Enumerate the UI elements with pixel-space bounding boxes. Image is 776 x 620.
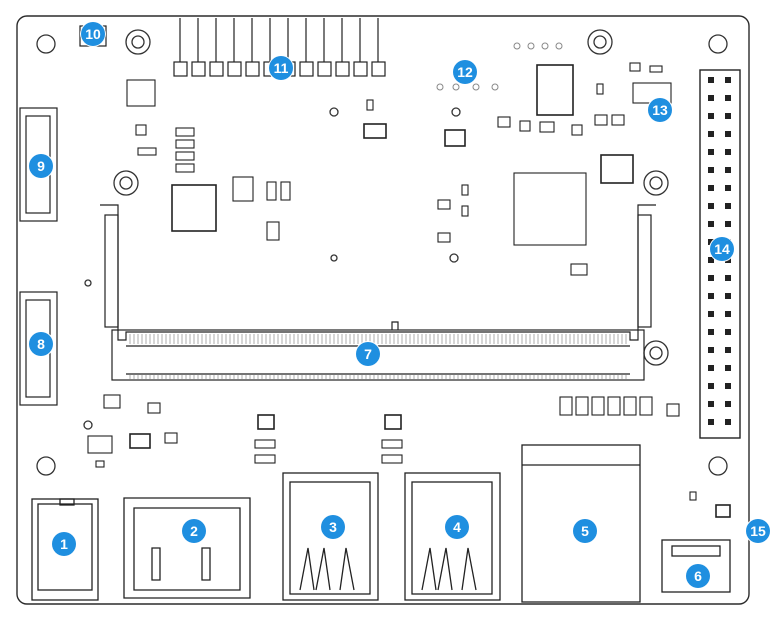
gpio-pin <box>708 329 714 335</box>
gpio-pin <box>725 95 731 101</box>
header-pin-base <box>371 61 386 77</box>
gpio-pin <box>725 383 731 389</box>
displayport-connector <box>123 497 251 599</box>
gpio-pin <box>725 275 731 281</box>
usb-connectors <box>282 472 501 601</box>
gpio-pin <box>708 401 714 407</box>
header-pin-base <box>299 61 314 77</box>
gpio-pin <box>725 221 731 227</box>
gpio-pin <box>708 77 714 83</box>
dc-power-jack <box>31 498 99 601</box>
gpio-pin <box>708 167 714 173</box>
callout-2: 2 <box>182 519 206 543</box>
callout-5: 5 <box>573 519 597 543</box>
gpio-pin <box>725 365 731 371</box>
gpio-pin <box>725 113 731 119</box>
header-pin-base <box>209 61 224 77</box>
gpio-pin <box>708 185 714 191</box>
callout-4: 4 <box>445 515 469 539</box>
header-pin-base <box>335 61 350 77</box>
gpio-pin <box>708 419 714 425</box>
header-pin-base <box>317 61 332 77</box>
header-pin-base <box>227 61 242 77</box>
callout-1: 1 <box>52 532 76 556</box>
gpio-pin <box>725 401 731 407</box>
gpio-pin <box>708 365 714 371</box>
header-pin-base <box>353 61 368 77</box>
pin-header-12 <box>173 18 386 77</box>
gpio-pin <box>708 113 714 119</box>
callout-14: 14 <box>710 237 734 261</box>
gpio-pin <box>708 203 714 209</box>
callout-7: 7 <box>356 342 380 366</box>
ethernet-connector <box>521 444 641 603</box>
gpio-pin <box>708 131 714 137</box>
gpio-pin <box>708 383 714 389</box>
gpio-pin <box>725 293 731 299</box>
gpio-pin <box>708 257 714 263</box>
header-pin-base <box>173 61 188 77</box>
callout-3: 3 <box>321 515 345 539</box>
gpio-pin <box>708 347 714 353</box>
gpio-pin <box>708 275 714 281</box>
gpio-pin <box>708 95 714 101</box>
header-pin-base <box>245 61 260 77</box>
board-outline <box>16 15 750 605</box>
callout-15: 15 <box>746 519 770 543</box>
gpio-pin <box>708 311 714 317</box>
callout-11: 11 <box>269 56 293 80</box>
components-top <box>126 62 672 276</box>
callout-12: 12 <box>453 60 477 84</box>
callout-8: 8 <box>29 332 53 356</box>
gpio-pin <box>725 329 731 335</box>
test-pads <box>436 42 563 91</box>
gpio-pin <box>725 257 731 263</box>
gpio-pin <box>725 131 731 137</box>
gpio-pin <box>725 149 731 155</box>
gpio-pin <box>708 149 714 155</box>
gpio-pin <box>708 293 714 299</box>
callout-13: 13 <box>648 98 672 122</box>
mounting-holes <box>36 29 728 476</box>
gpio-pin <box>725 167 731 173</box>
callout-9: 9 <box>29 154 53 178</box>
components-bottom <box>87 394 731 518</box>
gpio-pin <box>725 185 731 191</box>
callout-6: 6 <box>686 564 710 588</box>
gpio-pin <box>708 221 714 227</box>
header-pin-base <box>191 61 206 77</box>
gpio-pin <box>725 203 731 209</box>
callout-10: 10 <box>81 22 105 46</box>
gpio-pin <box>725 419 731 425</box>
micro-usb-connector <box>661 539 731 593</box>
sodimm-contacts <box>129 334 627 379</box>
gpio-pin <box>725 77 731 83</box>
gpio-pin <box>725 311 731 317</box>
gpio-pin <box>725 347 731 353</box>
